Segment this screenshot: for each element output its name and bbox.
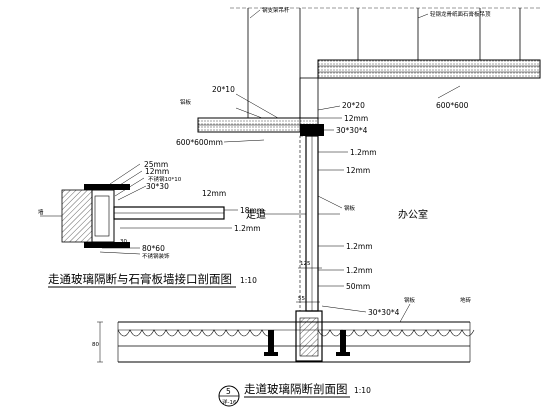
left-label-3030: 30*30 bbox=[146, 182, 169, 191]
base-channel bbox=[295, 310, 323, 362]
left-label-25: 25mm bbox=[144, 160, 168, 169]
main-note-12b: 12mm bbox=[346, 166, 370, 175]
left-label-8060: 80*60 bbox=[142, 244, 165, 253]
room-label-office: 办公室 bbox=[398, 208, 428, 221]
ceiling-right bbox=[317, 59, 541, 79]
main-note-50: 50mm bbox=[346, 282, 370, 291]
left-detail: 墙 25mm 12mm 不锈钢10*10 30*30 12mm 18mm 1.2… bbox=[38, 160, 264, 288]
main-note-12a: 12mm bbox=[344, 114, 368, 123]
left-label-glass18: 18mm bbox=[240, 206, 264, 215]
dim-80: 80 bbox=[92, 342, 99, 348]
main-note-12c: 1.2mm bbox=[346, 242, 373, 251]
left-detail-title: 走通玻璃隔断与石膏板墙接口剖面图 bbox=[48, 272, 232, 286]
section-callout: 5 详-16 bbox=[218, 385, 240, 407]
dim-left bbox=[97, 321, 103, 363]
left-label-12: 12mm bbox=[145, 167, 169, 176]
main-detail-title: 走道玻璃隔断剖面图 bbox=[244, 382, 348, 396]
left-frame bbox=[91, 189, 115, 243]
left-label-cap: 不锈钢装饰 bbox=[142, 252, 170, 260]
callout-number: 5 bbox=[226, 387, 231, 396]
left-label-plate12: 1.2mm bbox=[234, 224, 261, 233]
main-detail-scale: 1:10 bbox=[354, 386, 371, 395]
left-label-1010: 不锈钢10*10 bbox=[148, 175, 182, 183]
dim-55: 55 bbox=[298, 296, 305, 302]
main-note-steel2: 钢板 bbox=[404, 296, 416, 304]
main-note-12mm-plate: 1.2mm bbox=[350, 148, 377, 157]
left-label-glass12: 12mm bbox=[202, 189, 226, 198]
main-note-600: 600*600mm bbox=[176, 138, 223, 147]
main-note-steel: 钢板 bbox=[344, 204, 356, 212]
main-note-12d: 1.2mm bbox=[346, 266, 373, 275]
note-ceiling: 轻钢龙骨纸面石膏板吊顶 bbox=[430, 10, 491, 18]
main-right-leaders bbox=[317, 85, 461, 323]
left-wall-label: 墙 bbox=[38, 208, 44, 216]
main-left-leaders bbox=[223, 93, 279, 143]
dim-125: 125 bbox=[300, 261, 311, 267]
left-detail-scale: 1:10 bbox=[240, 276, 257, 285]
main-note-tile: 地砖 bbox=[460, 296, 472, 304]
main-note-2020: 20*20 bbox=[342, 101, 365, 110]
main-section: 走道 办公室 80 bbox=[92, 6, 541, 407]
floor-pedestals bbox=[264, 330, 350, 356]
room-label-corridor: 走道 bbox=[246, 208, 266, 221]
main-note-2010: 20*10 bbox=[212, 85, 235, 94]
left-wall-block bbox=[61, 189, 93, 243]
main-note-3030a: 30*30*4 bbox=[336, 126, 368, 135]
callout-sheet: 详-16 bbox=[222, 398, 237, 406]
left-label-dim30: 30 bbox=[120, 239, 127, 245]
main-note-3030b: 30*30*4 bbox=[368, 308, 400, 317]
main-note-600b: 600*600 bbox=[436, 101, 469, 110]
left-leaders bbox=[99, 163, 238, 255]
main-note-alum: 铝板 bbox=[180, 98, 192, 106]
note-hanger: 钢支架吊杆 bbox=[262, 6, 290, 14]
